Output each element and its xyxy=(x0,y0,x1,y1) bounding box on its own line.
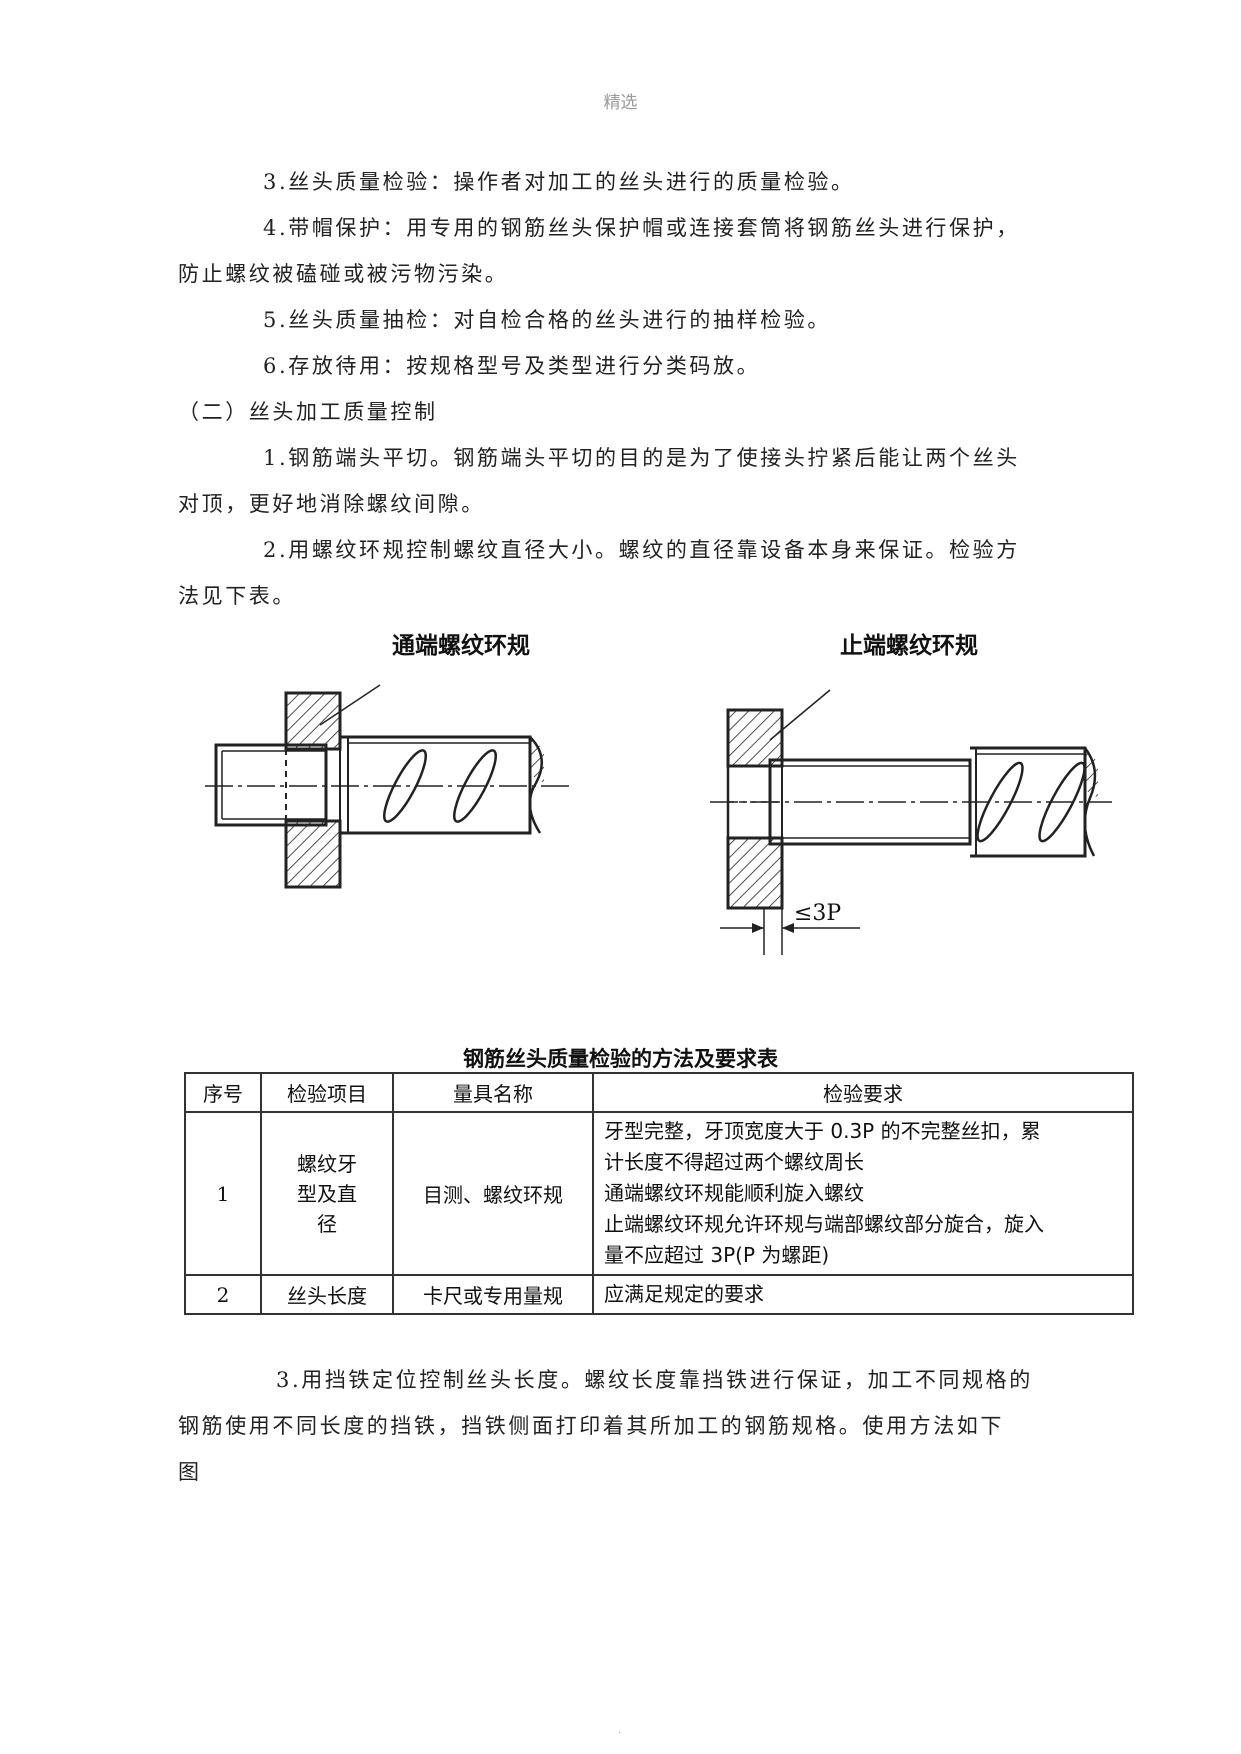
paragraph: 1.钢筋端头平切。钢筋端头平切的目的是为了使接头拧紧后能让两个丝头 xyxy=(263,446,1020,470)
column-header: 检验要求 xyxy=(592,1072,1134,1113)
table-row: 1 螺纹牙型及直径 目测、螺纹环规 牙型完整，牙顶宽度大于 0.3P 的不完整丝… xyxy=(184,1111,1134,1276)
nogo-gauge-title: 止端螺纹环规 xyxy=(840,633,978,659)
paragraph: 2.用螺纹环规控制螺纹直径大小。螺纹的直径靠设备本身来保证。检验方 xyxy=(263,538,1020,562)
go-gauge-title: 通端螺纹环规 xyxy=(392,633,530,659)
gauge-name: 卡尺或专用量规 xyxy=(392,1274,594,1315)
table-title: 钢筋丝头质量检验的方法及要求表 xyxy=(463,1047,778,1071)
paragraph: 3.丝头质量检验：操作者对加工的丝头进行的质量检验。 xyxy=(263,170,855,194)
go-ring-gauge-diagram xyxy=(205,684,570,889)
paragraph: 对顶，更好地消除螺纹间隙。 xyxy=(178,492,485,516)
paragraph: 4.带帽保护：用专用的钢筋丝头保护帽或连接套筒将钢筋丝头进行保护， xyxy=(263,216,1020,240)
column-header: 序号 xyxy=(184,1072,262,1113)
requirements-cell: 应满足规定的要求 xyxy=(592,1274,1134,1315)
requirement-line: 应满足规定的要求 xyxy=(604,1282,764,1306)
paragraph: 5.丝头质量抽检：对自检合格的丝头进行的抽样检验。 xyxy=(263,308,832,332)
column-header: 检验项目 xyxy=(260,1072,394,1113)
footer-mark: . xyxy=(618,1725,622,1736)
page-header: 精选 xyxy=(603,93,638,113)
inspection-item: 螺纹牙型及直径 xyxy=(260,1111,394,1276)
paragraph: 钢筋使用不同长度的挡铁，挡铁侧面打印着其所加工的钢筋规格。使用方法如下 xyxy=(178,1414,1004,1438)
column-header: 量具名称 xyxy=(392,1072,594,1113)
section-heading: （二）丝头加工质量控制 xyxy=(178,400,438,424)
row-number: 2 xyxy=(184,1274,262,1315)
requirement-line: 计长度不得超过两个螺纹周长 xyxy=(604,1150,864,1174)
inspection-item: 丝头长度 xyxy=(260,1274,394,1315)
inspection-table: 序号 检验项目 量具名称 检验要求 1 螺纹牙型及直径 目测、螺纹环规 牙型完整… xyxy=(184,1072,1134,1315)
gauge-name: 目测、螺纹环规 xyxy=(392,1111,594,1276)
dimension-label: ≤3P xyxy=(794,901,841,926)
table-row: 2 丝头长度 卡尺或专用量规 应满足规定的要求 xyxy=(184,1274,1134,1315)
requirement-line: 止端螺纹环规允许环规与端部螺纹部分旋合，旋入 xyxy=(604,1212,1044,1236)
requirement-line: 量不应超过 3P(P 为螺距) xyxy=(604,1243,830,1267)
paragraph: 防止螺纹被磕碰或被污物污染。 xyxy=(178,262,509,286)
paragraph: 法见下表。 xyxy=(178,584,296,608)
paragraph: 3.用挡铁定位控制丝头长度。螺纹长度靠挡铁进行保证，加工不同规格的 xyxy=(276,1368,1033,1392)
requirement-line: 通端螺纹环规能顺利旋入螺纹 xyxy=(604,1181,864,1205)
row-number: 1 xyxy=(184,1111,262,1276)
table-header-row: 序号 检验项目 量具名称 检验要求 xyxy=(184,1072,1134,1113)
paragraph: 图 xyxy=(178,1460,202,1484)
requirements-cell: 牙型完整，牙顶宽度大于 0.3P 的不完整丝扣，累 计长度不得超过两个螺纹周长 … xyxy=(592,1111,1134,1276)
paragraph: 6.存放待用：按规格型号及类型进行分类码放。 xyxy=(263,354,761,378)
requirement-line: 牙型完整，牙顶宽度大于 0.3P 的不完整丝扣，累 xyxy=(604,1119,1041,1143)
nogo-ring-gauge-diagram: ≤3P xyxy=(710,689,1112,955)
